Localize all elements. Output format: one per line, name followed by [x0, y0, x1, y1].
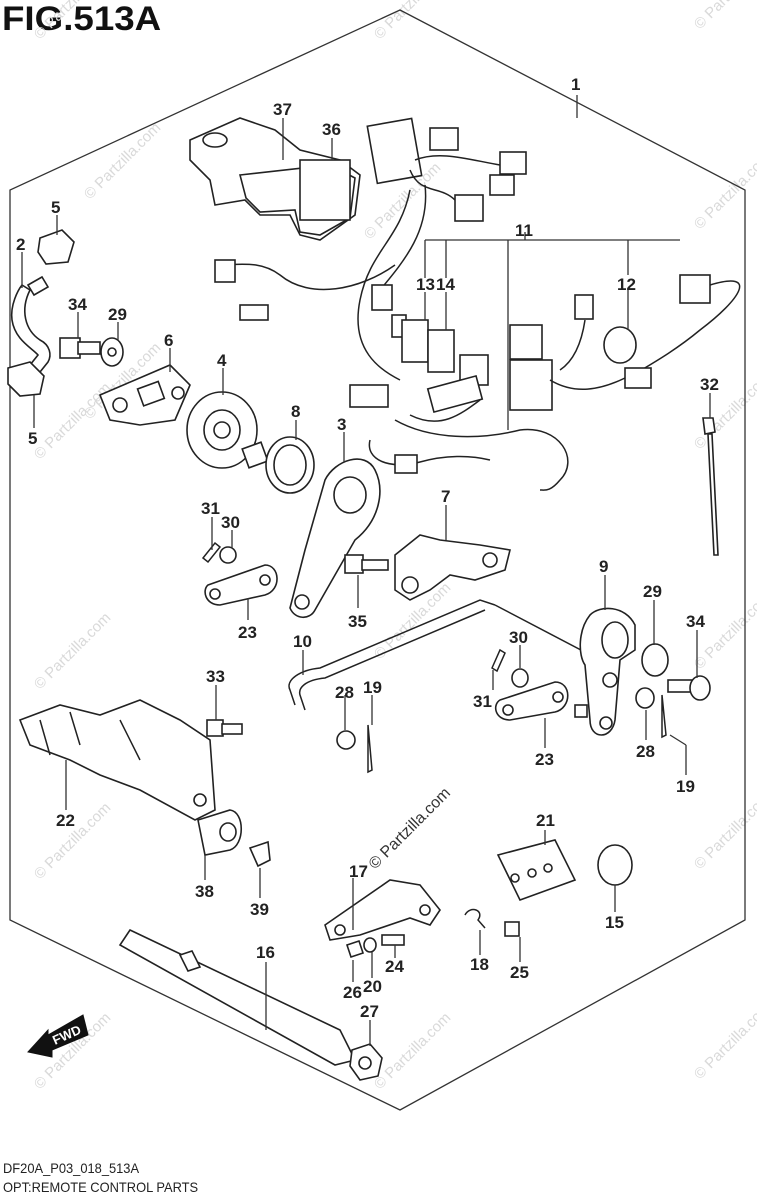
callout-35[interactable]: 35: [348, 612, 367, 631]
part-relays-11-13-14: [401, 294, 652, 422]
callout-20[interactable]: 20: [363, 977, 382, 996]
callout-16[interactable]: 16: [256, 943, 275, 962]
leader-lines: [21, 95, 711, 1046]
part-bolt-33: [206, 719, 243, 737]
watermark: © Partzilla.com: [691, 789, 757, 872]
callout-3[interactable]: 3: [337, 415, 346, 434]
callout-18[interactable]: 18: [470, 955, 489, 974]
callout-19[interactable]: 19: [676, 777, 695, 796]
callout-29[interactable]: 29: [108, 305, 127, 324]
callout-17[interactable]: 17: [349, 862, 368, 881]
watermark: © Partzilla.com: [691, 999, 757, 1082]
callout-13[interactable]: 13: [416, 275, 435, 294]
part-link-23-left: [204, 564, 278, 606]
part-link-23-right: [494, 681, 569, 721]
callout-32[interactable]: 32: [700, 375, 719, 394]
callout-28[interactable]: 28: [636, 742, 655, 761]
part-harness-1: [214, 117, 741, 491]
callout-2[interactable]: 2: [16, 235, 25, 254]
part-ring-4: [186, 391, 269, 469]
part-tie-32: [702, 417, 719, 556]
callout-23[interactable]: 23: [238, 623, 257, 642]
callout-10[interactable]: 10: [293, 632, 312, 651]
callout-37[interactable]: 37: [273, 100, 292, 119]
part-bracket-22: [18, 699, 216, 821]
part-shaft-16-nut-27: [118, 928, 383, 1081]
callout-33[interactable]: 33: [206, 667, 225, 686]
callout-14[interactable]: 14: [436, 275, 455, 294]
callout-24[interactable]: 24: [385, 957, 404, 976]
callout-28[interactable]: 28: [335, 683, 354, 702]
part-clip-31-washer-30-left: [201, 541, 237, 564]
callout-39[interactable]: 39: [250, 900, 269, 919]
part-clamp-5: [7, 229, 75, 397]
part-spring-8: [265, 436, 315, 494]
part-bracket-7: [394, 534, 511, 601]
figure-code: DF20A_P03_018_513A: [3, 1160, 140, 1176]
part-bolt-34-washer-29: [59, 337, 124, 367]
figure-title: FIG.513A: [2, 0, 162, 38]
watermark: © Partzilla.com: [691, 149, 757, 232]
part-bolt-35: [344, 554, 389, 574]
callout-31[interactable]: 31: [201, 499, 220, 518]
callout-31[interactable]: 31: [473, 692, 492, 711]
part-pad-21-plug-15: [496, 839, 633, 901]
callout-5[interactable]: 5: [51, 198, 60, 217]
part-bracket-38-plug-39: [197, 809, 271, 868]
callouts: 1 2 3 4 5 5 6 7 8 9 10 11 12 13 14 15 16…: [16, 75, 719, 1021]
callout-1[interactable]: 1: [571, 75, 580, 94]
callout-12[interactable]: 12: [617, 275, 636, 294]
part-washer-28-pin-19: [336, 724, 373, 774]
watermark: © Partzilla.com: [371, 0, 454, 43]
callout-29[interactable]: 29: [643, 582, 662, 601]
watermark: © Partzilla.com: [691, 0, 757, 33]
callout-30[interactable]: 30: [509, 628, 528, 647]
callout-38[interactable]: 38: [195, 882, 214, 901]
part-plate-6: [98, 364, 191, 426]
callout-23[interactable]: 23: [535, 750, 554, 769]
callout-36[interactable]: 36: [322, 120, 341, 139]
watermark: © Partzilla.com: [691, 589, 757, 672]
watermark-dark: © Partzilla.com: [366, 785, 454, 873]
callout-34[interactable]: 34: [686, 612, 705, 631]
watermark: © Partzilla.com: [31, 0, 114, 43]
callout-11[interactable]: 11: [515, 221, 533, 240]
callout-26[interactable]: 26: [343, 983, 362, 1002]
callout-6[interactable]: 6: [164, 331, 173, 350]
part-bracket-17: [324, 879, 520, 959]
part-bracket-37-36: [189, 117, 361, 241]
callout-22[interactable]: 22: [56, 811, 75, 830]
callout-25[interactable]: 25: [510, 963, 529, 982]
part-lever-3: [289, 458, 381, 619]
callout-7[interactable]: 7: [441, 487, 450, 506]
part-lever-9: [574, 607, 636, 736]
callout-19[interactable]: 19: [363, 678, 382, 697]
callout-8[interactable]: 8: [291, 402, 300, 421]
assembly-frame: [9, 9, 746, 1111]
callout-21[interactable]: 21: [536, 811, 555, 830]
callout-15[interactable]: 15: [605, 913, 624, 932]
callout-27[interactable]: 27: [360, 1002, 379, 1021]
callout-9[interactable]: 9: [599, 557, 608, 576]
part-clip-31-washer-30-right: [491, 648, 529, 688]
watermark: © Partzilla.com: [31, 609, 114, 692]
figure-description: OPT:REMOTE CONTROL PARTS: [3, 1179, 199, 1195]
watermark: © Partzilla.com: [81, 119, 164, 202]
callout-5[interactable]: 5: [28, 429, 37, 448]
part-hose-2: [10, 275, 51, 374]
watermark: © Partzilla.com: [371, 1009, 454, 1092]
callout-30[interactable]: 30: [221, 513, 240, 532]
callout-4[interactable]: 4: [217, 351, 227, 370]
part-hardware-right: [635, 643, 711, 739]
callout-34[interactable]: 34: [68, 295, 87, 314]
